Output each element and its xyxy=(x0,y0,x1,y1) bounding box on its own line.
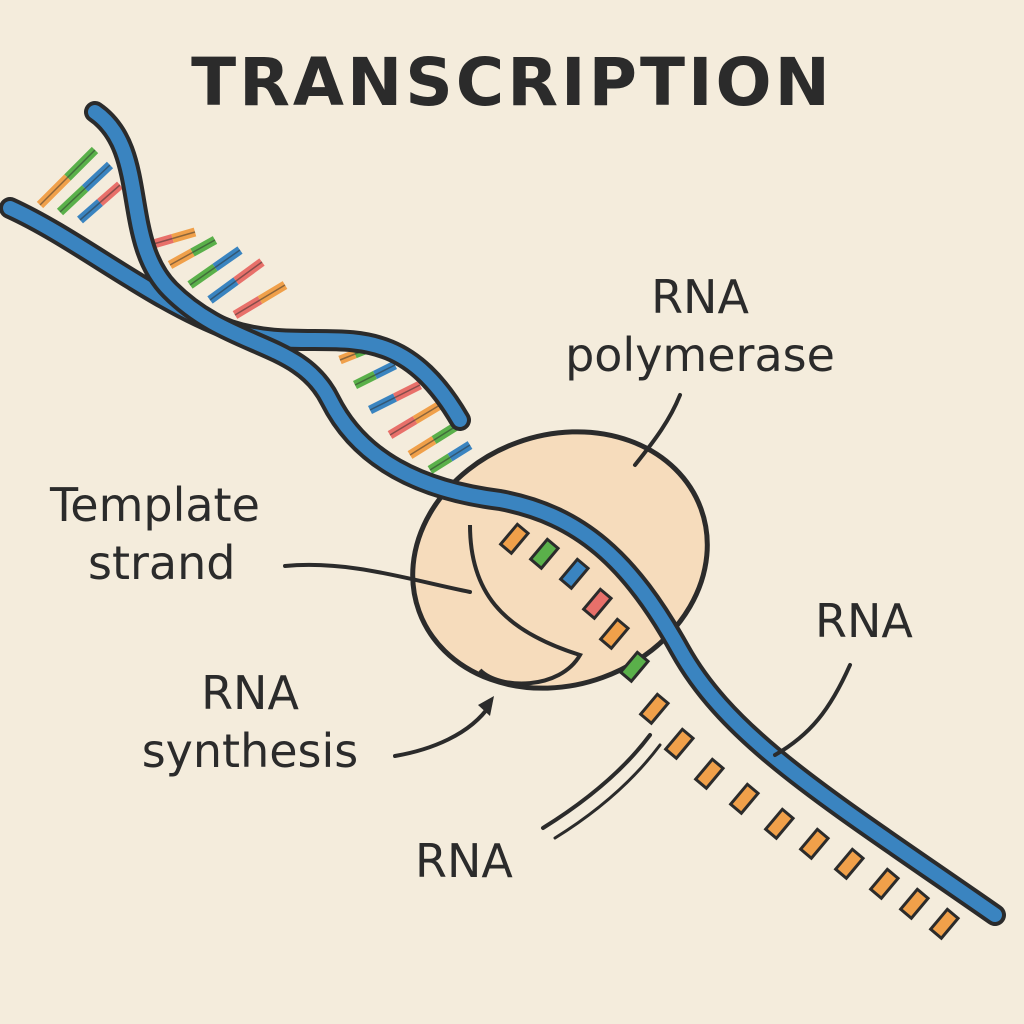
rna-base xyxy=(693,757,726,791)
base-pair-rungs xyxy=(36,146,473,474)
label-template-strand-line2: strand xyxy=(88,536,236,590)
rna-bottom-pointer xyxy=(541,733,652,830)
rna-bottom-pointer-2 xyxy=(553,743,662,840)
label-template-strand-line1: Template xyxy=(50,478,260,532)
label-rna-synthesis-line1: RNA xyxy=(201,666,299,720)
rna-base xyxy=(833,847,866,881)
rna-synthesis-arrow xyxy=(393,703,492,758)
label-rna-bottom: RNA xyxy=(415,834,513,888)
rna-base xyxy=(663,727,696,761)
label-rna-polymerase-line2: polymerase xyxy=(565,328,835,382)
dna-strand-main-color xyxy=(88,105,1002,922)
rna-base xyxy=(928,907,961,941)
arrow-head xyxy=(478,696,494,716)
rna-polymerase-pointer xyxy=(633,393,682,467)
rna-base xyxy=(581,587,614,621)
rna-base xyxy=(618,650,651,684)
base-pair-outline xyxy=(354,364,396,386)
base-pair-outline xyxy=(39,149,96,206)
base-pair-outline xyxy=(169,239,216,266)
rna-base xyxy=(638,692,671,726)
label-rna-synthesis: RNA synthesis xyxy=(115,664,385,780)
label-rna-polymerase: RNA polymerase xyxy=(540,268,860,384)
rna-base xyxy=(868,867,901,901)
rna-base xyxy=(728,782,761,816)
base-pair-outline xyxy=(429,444,471,471)
template-strand-pointer xyxy=(283,562,472,594)
rna-base xyxy=(798,827,831,861)
base-pair-outline xyxy=(149,231,196,246)
label-template-strand: Template strand xyxy=(50,476,260,592)
base-pair-outline xyxy=(369,384,421,411)
rna-base xyxy=(528,537,561,571)
label-rna-polymerase-line1: RNA xyxy=(651,270,749,324)
rna-base xyxy=(558,557,591,591)
rna-base xyxy=(498,522,531,556)
rna-base xyxy=(898,887,931,921)
base-pair-outline xyxy=(189,249,241,286)
template-strand-curve xyxy=(468,524,583,686)
base-pair-outline xyxy=(209,261,263,301)
rna-base xyxy=(598,617,631,651)
rna-right-pointer xyxy=(773,663,852,757)
base-pair-outline xyxy=(409,424,459,456)
rna-bases xyxy=(498,522,961,941)
base-pair-outline xyxy=(389,404,441,436)
rna-base xyxy=(763,807,796,841)
label-rna-right: RNA xyxy=(815,594,913,648)
label-rna-synthesis-line2: synthesis xyxy=(141,724,359,778)
diagram-title: TRANSCRIPTION xyxy=(191,44,833,121)
base-pair-outline xyxy=(234,284,286,316)
base-pair-outline xyxy=(79,184,121,221)
base-pair-outline xyxy=(59,164,111,213)
